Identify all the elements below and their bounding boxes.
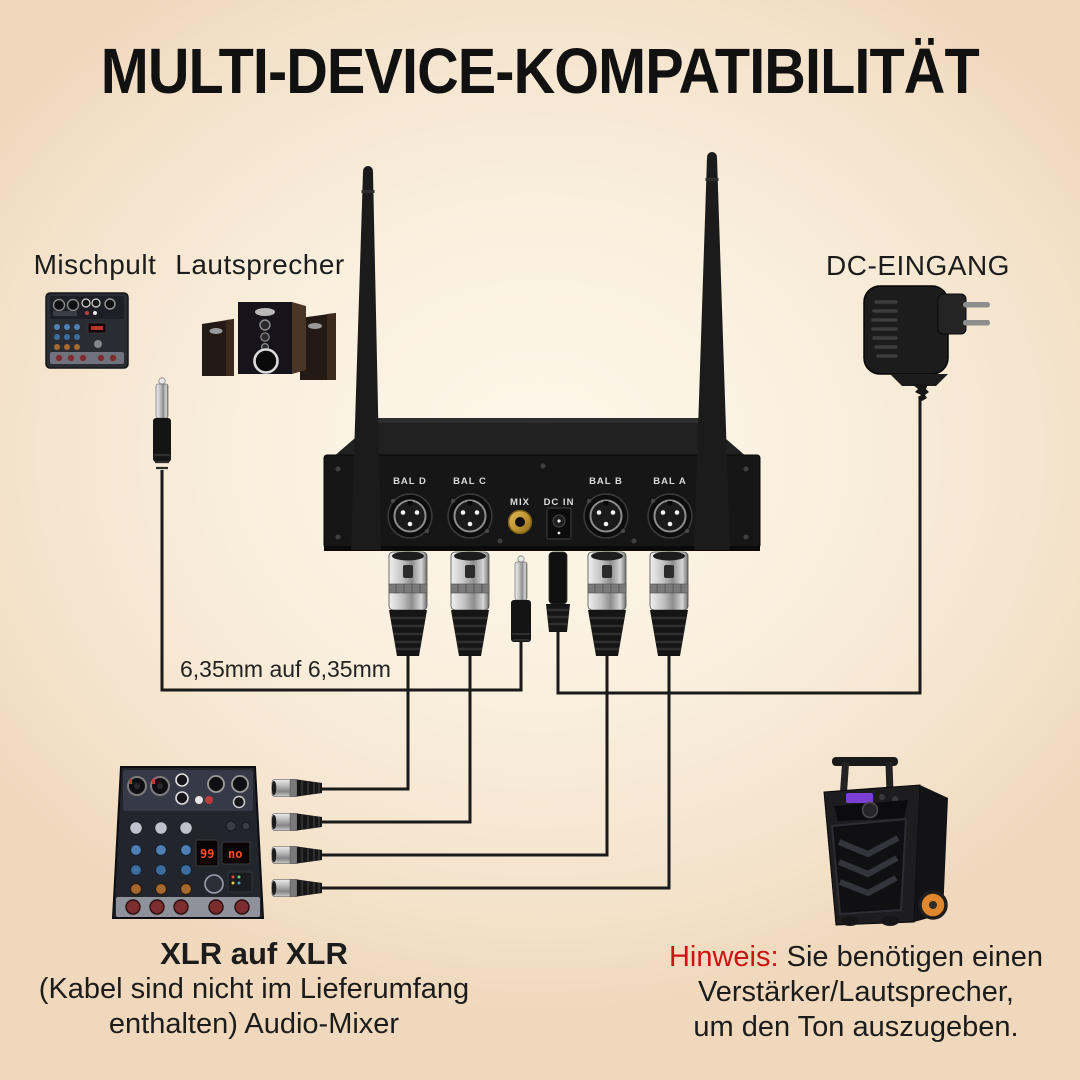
xlr-connector-bal-d [387,550,429,658]
page-title-text: MULTI-DEVICE-KOMPATIBILITÄT [101,35,980,107]
bal-d-port [387,493,433,539]
bottom-left-caption: XLR auf XLR (Kabel sind nicht im Lieferu… [38,936,470,1042]
hinweis-line1: Hinweis: Sie benötigen einen [648,940,1064,975]
speaker-set-illustration [202,302,336,380]
cable-bal-a [322,648,671,890]
xlr-connector-bal-c [449,550,491,658]
mix-label: MIX [510,497,530,508]
bal-c-port [447,493,493,539]
xlr-connector-bal-b [586,550,628,658]
bal-b-label: BAL B [589,476,623,487]
cable-bal-b [322,648,609,857]
receiver-top-face [332,418,748,458]
antenna-left-icon [351,166,381,550]
cable-bal-c [322,648,472,824]
cable-dc [556,396,922,695]
mixer-display-left: 99 [200,847,214,861]
trolley-speaker-illustration [823,757,948,926]
cable-635mm [160,470,523,692]
cable-bal-d [322,648,410,791]
xlr-connector-bal-a [648,550,690,658]
bottom-right-caption: Hinweis: Sie benötigen einen Verstärker/… [648,940,1064,1045]
cable-lines [160,396,922,890]
dc-in-port [546,507,572,540]
xlr-heading: XLR auf XLR [160,936,348,971]
mix-port [507,509,533,535]
audio-mixer-illustration: 99 no [111,766,265,919]
jack-connector-mix [511,555,531,642]
bal-a-port [647,493,693,539]
dc-plug-connector [546,551,570,632]
dc-in-label: DC IN [544,497,575,508]
speakers-label: Lautsprecher [175,249,345,280]
bal-d-label: BAL D [393,476,427,487]
mixer-display-right: no [228,847,242,861]
xlr-connector-mixer-4 [270,878,324,898]
page-title: MULTI-DEVICE-KOMPATIBILITÄT [0,34,1080,108]
xlr-caption-line1: (Kabel sind nicht im Lieferumfang [38,973,470,1005]
receiver-illustration: BAL D BAL C MIX DC IN BAL B BAL A [323,152,761,551]
jack-635-connector [153,377,171,470]
dc-input-label: DC-EINGANG [826,250,1010,281]
cable-note: 6,35mm auf 6,35mm [180,656,391,682]
antenna-right-icon [694,152,730,550]
mixer-label: Mischpult [33,249,157,280]
xlr-connector-mixer-1 [270,778,324,798]
xlr-caption-line2: enthalten) Audio-Mixer [108,1008,400,1040]
hinweis-prefix: Hinweis: [668,941,779,973]
hinweis-text1: Sie benötigen einen [778,941,1044,973]
small-mixer-illustration [45,292,129,369]
power-adapter-illustration [863,285,990,401]
xlr-connector-mixer-3 [270,845,324,865]
bal-a-label: BAL A [653,476,687,487]
bal-c-label: BAL C [453,476,487,487]
hinweis-line2: Verstärker/Lautsprecher, [698,976,1014,1008]
xlr-connector-mixer-2 [270,812,324,832]
hinweis-line3: um den Ton auszugeben. [693,1011,1019,1043]
bal-b-port [583,493,629,539]
